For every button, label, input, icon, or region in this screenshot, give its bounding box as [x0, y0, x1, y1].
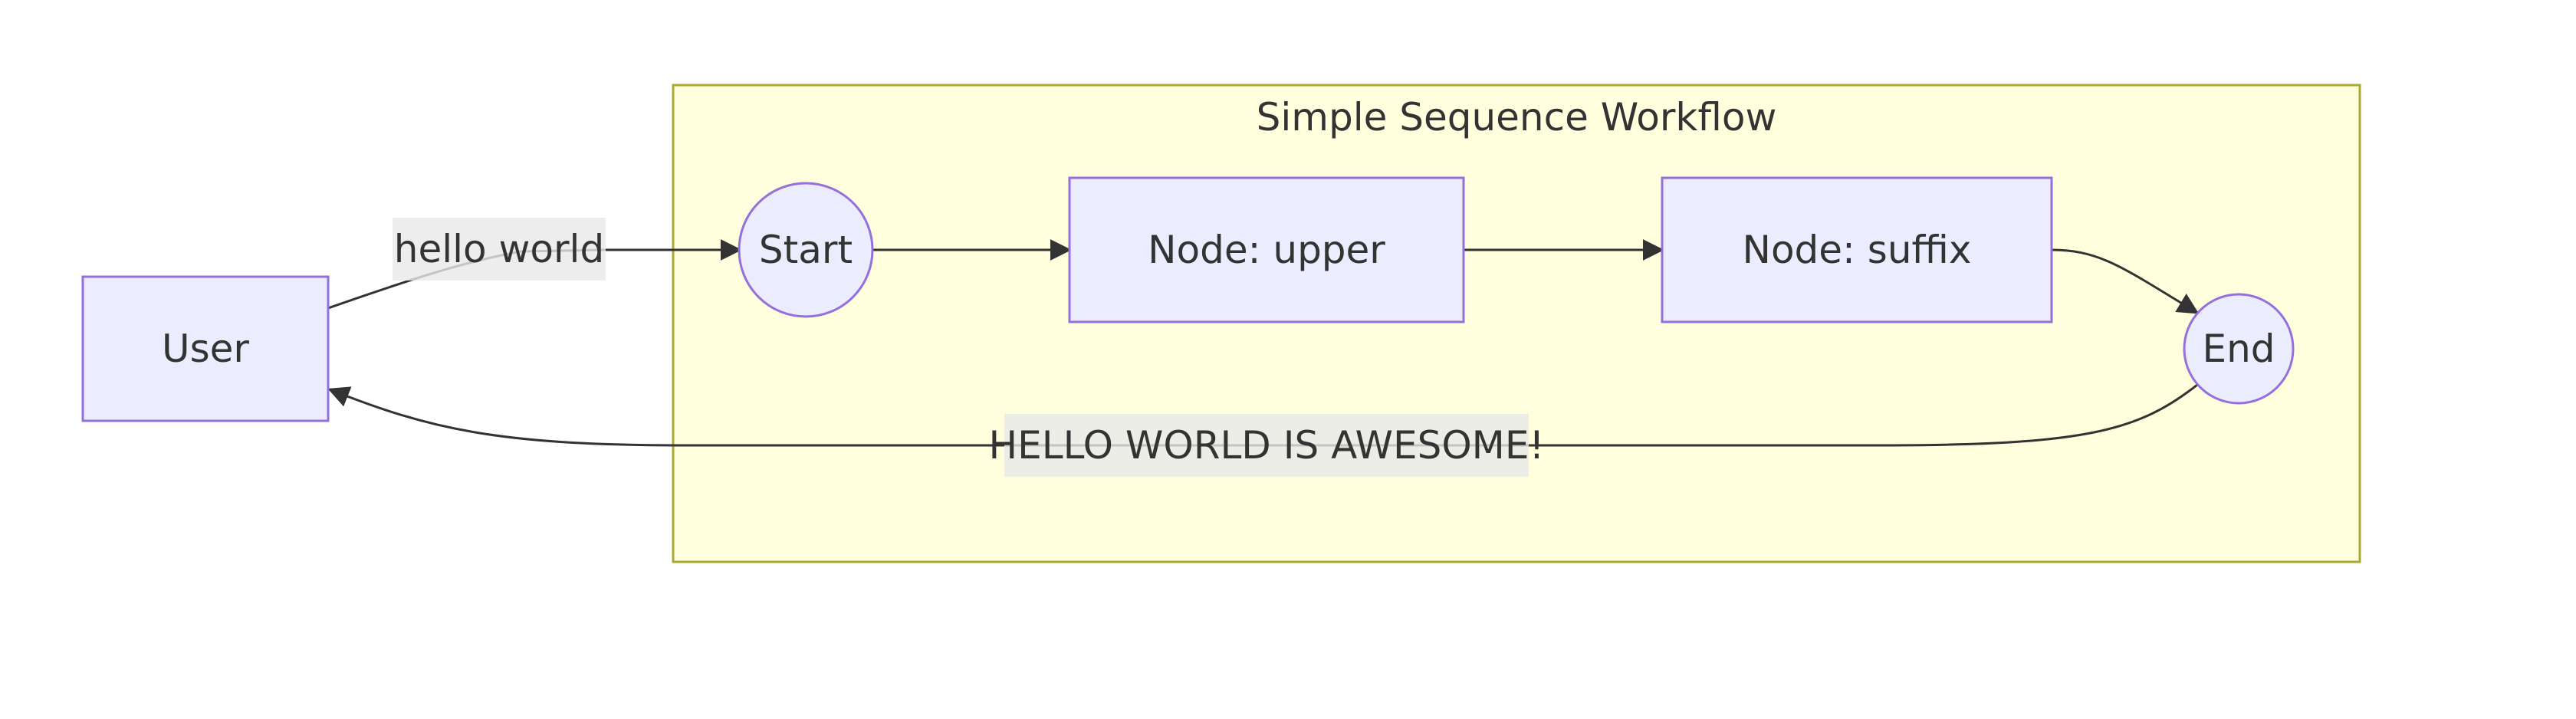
edge-label-text: HELLO WORLD IS AWESOME! [989, 423, 1545, 468]
node-user-box[interactable] [81, 275, 330, 422]
node-start[interactable]: Start [738, 182, 874, 318]
edge-suffix-to-end [2051, 248, 2200, 314]
node-end-label: End [2202, 327, 2275, 371]
node-start-circle[interactable] [738, 182, 874, 318]
node-suffix-label: Node: suffix [1743, 228, 1972, 272]
edge-label-text: hello world [394, 227, 604, 271]
cluster-title: Simple Sequence Workflow [1257, 95, 1777, 140]
node-user-label: User [162, 327, 249, 371]
node-end-circle[interactable] [2183, 293, 2295, 405]
edge-end-to-user [327, 383, 2198, 447]
node-start-label: Start [759, 228, 853, 272]
edge-label-bg [1004, 414, 1529, 477]
node-end[interactable]: End [2183, 293, 2295, 405]
workflow-cluster: Simple Sequence Workflow [672, 84, 2361, 563]
node-upper[interactable]: Node: upper [1068, 176, 1465, 323]
node-upper-label: Node: upper [1148, 228, 1385, 272]
node-suffix[interactable]: Node: suffix [1661, 176, 2053, 323]
edge-label-end-to-user: HELLO WORLD IS AWESOME! [989, 414, 1545, 477]
edge-label-bg [393, 218, 606, 281]
edge-label-user-to-start: hello world [393, 218, 606, 281]
cluster-box [672, 84, 2361, 563]
node-upper-box[interactable] [1068, 176, 1465, 323]
node-suffix-box[interactable] [1661, 176, 2053, 323]
node-user[interactable]: User [81, 275, 330, 422]
